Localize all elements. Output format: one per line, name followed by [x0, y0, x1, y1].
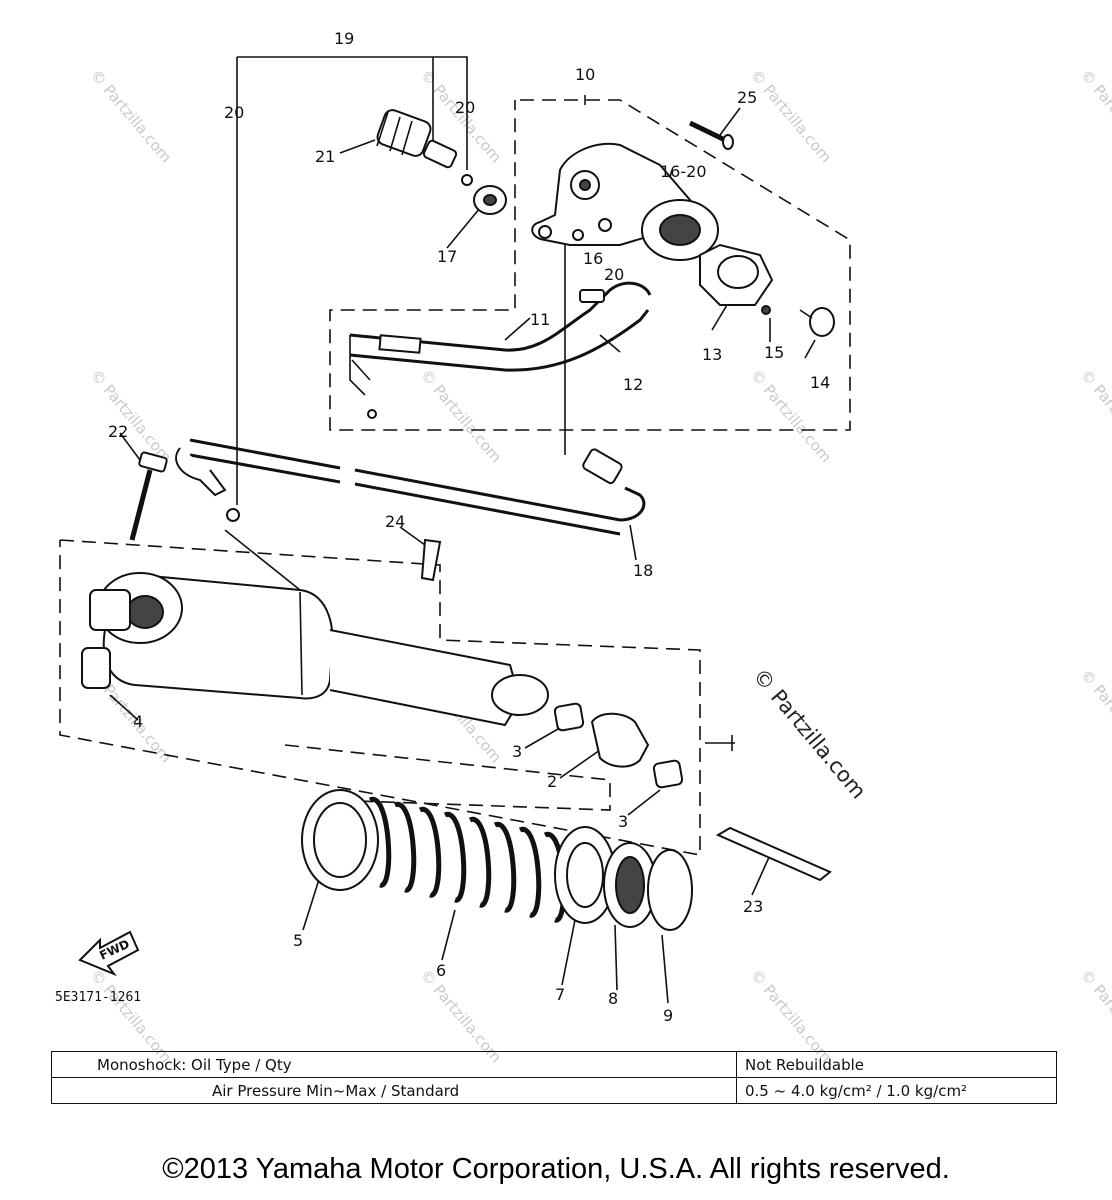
callout-20: 20 [224, 103, 244, 122]
o-ring-20 [461, 174, 473, 186]
gauge-housing [641, 199, 719, 261]
nut-17 [473, 185, 507, 215]
drawing-code: 5E3171-1261 [55, 990, 142, 1005]
callout-3: 3 [618, 812, 628, 831]
bush-4 [81, 647, 111, 689]
callout-4: 4 [133, 712, 143, 731]
valve-fitting [422, 139, 458, 169]
table-row: Air Pressure Min~Max / Standard 0.5 ~ 4.… [51, 1077, 1057, 1104]
callout-17: 17 [437, 247, 457, 266]
spec-label: Air Pressure Min~Max / Standard [51, 1077, 737, 1104]
pin-24 [420, 538, 442, 582]
watermark-large: © Partzilla.com [748, 664, 871, 804]
callout-16-20: 16-20 [660, 162, 707, 181]
knob-14 [799, 307, 835, 337]
gauge-13 [699, 243, 774, 306]
callout-12: 12 [623, 375, 643, 394]
callout-25: 25 [737, 88, 757, 107]
hose-18 [175, 438, 646, 536]
table-row: Monoshock: Oil Type / Qty Not Rebuildabl… [51, 1051, 1057, 1078]
copyright-notice: ©2013 Yamaha Motor Corporation, U.S.A. A… [162, 1153, 950, 1185]
watermark: © Partzilla.com [87, 66, 175, 166]
hoses-11-12 [349, 281, 652, 419]
callout-20: 20 [604, 265, 624, 284]
fwd-arrow: FWD [78, 930, 140, 977]
callout-9: 9 [663, 1006, 673, 1025]
callout-3: 3 [512, 742, 522, 761]
watermark: © Partzilla.com [1077, 66, 1112, 166]
shock-absorber [89, 572, 549, 727]
nipple-16 [579, 289, 605, 303]
callout-22: 22 [108, 422, 128, 441]
bush-2 [590, 712, 650, 768]
collar-3a [553, 702, 585, 732]
spring-6 [368, 797, 567, 923]
screw-15 [761, 305, 771, 315]
assembly-boundaries [59, 99, 851, 856]
parts: FWD [78, 109, 835, 977]
watermark: © Partzilla.com [87, 366, 175, 466]
watermark: © Partzilla.com [1077, 966, 1112, 1066]
callout-19: 19 [334, 29, 354, 48]
callout-20: 20 [455, 98, 475, 117]
callout-14: 14 [810, 373, 830, 392]
watermark: © Partzilla.com [417, 366, 505, 466]
callout-5: 5 [293, 931, 303, 950]
callout-7: 7 [555, 985, 565, 1004]
collar-3b [652, 759, 684, 789]
callout-18: 18 [633, 561, 653, 580]
watermark: © Partzilla.com [1077, 666, 1112, 766]
callout-10: 10 [575, 65, 595, 84]
callout-11: 11 [530, 310, 550, 329]
callout-23: 23 [743, 897, 763, 916]
spec-value: 0.5 ~ 4.0 kg/cm² / 1.0 kg/cm² [736, 1077, 1057, 1104]
spec-label: Monoshock: Oil Type / Qty [51, 1051, 737, 1078]
rod-23 [715, 826, 832, 882]
callout-24: 24 [385, 512, 405, 531]
spring-seat-7 [554, 826, 616, 924]
callout-21: 21 [315, 147, 335, 166]
spec-value: Not Rebuildable [736, 1051, 1057, 1078]
callout-16: 16 [583, 249, 603, 268]
watermark: © Partzilla.com [1077, 366, 1112, 466]
bolt-25 [688, 120, 734, 150]
bolt-22 [129, 451, 168, 541]
watermark: © Partzilla.com [747, 66, 835, 166]
o-ring-9 [647, 849, 693, 931]
seat-8 [603, 842, 657, 928]
callout-13: 13 [702, 345, 722, 364]
spring-seat-5 [301, 789, 379, 891]
callout-2: 2 [547, 772, 557, 791]
cap-21 [376, 109, 432, 157]
callout-6: 6 [436, 961, 446, 980]
o-ring-20b [226, 508, 240, 522]
callout-8: 8 [608, 989, 618, 1008]
spec-table: Monoshock: Oil Type / Qty Not Rebuildabl… [51, 1051, 1057, 1104]
callout-15: 15 [764, 343, 784, 362]
